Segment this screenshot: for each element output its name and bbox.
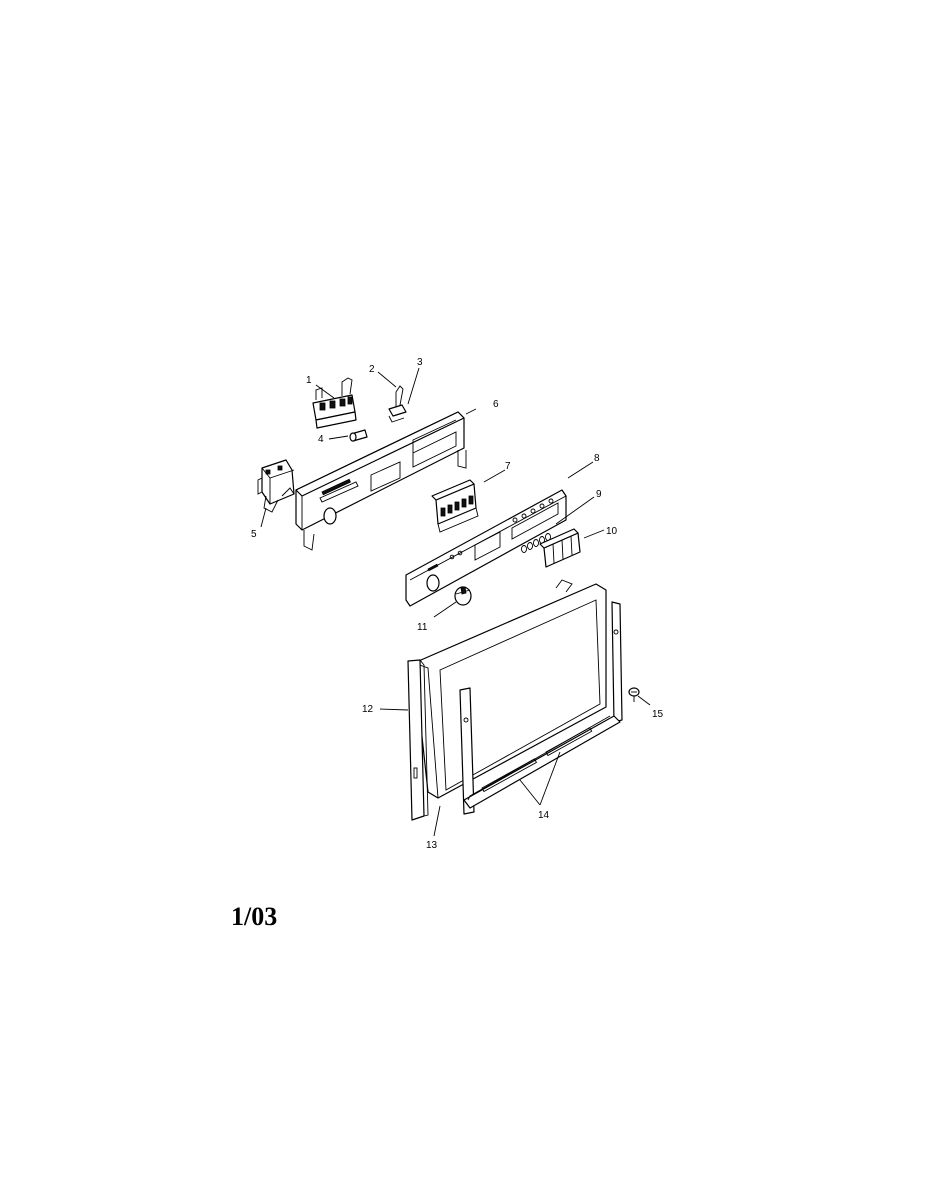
part-12-side-trim <box>407 659 429 821</box>
part-11-knob <box>454 586 472 606</box>
callout-8: 8 <box>594 453 600 464</box>
part-9-springs <box>521 533 551 553</box>
part-15-screw <box>628 687 640 702</box>
callout-2: 2 <box>369 364 375 375</box>
callout-12: 12 <box>362 704 374 715</box>
part-6-control-panel-housing <box>295 411 467 551</box>
callout-9: 9 <box>596 489 602 500</box>
callout-4: 4 <box>318 434 324 445</box>
leader-lines <box>260 367 651 837</box>
callout-1: 1 <box>306 375 312 386</box>
callout-7: 7 <box>505 461 511 472</box>
part-4-pin <box>349 429 368 442</box>
callout-15: 15 <box>652 709 664 720</box>
callout-3: 3 <box>417 357 423 368</box>
callout-11: 11 <box>417 622 428 633</box>
part-8-front-panel <box>405 489 567 607</box>
callout-14: 14 <box>538 810 550 821</box>
callout-13: 13 <box>426 840 438 851</box>
part-7-switch-module <box>431 479 479 533</box>
part-14-frame-rails <box>459 601 623 815</box>
part-2-3-latch <box>388 385 407 423</box>
callout-6: 6 <box>493 399 499 410</box>
part-5-timer-assembly <box>257 459 295 513</box>
part-13-inner-door-panel <box>413 579 607 799</box>
part-1-switch-block <box>312 377 357 429</box>
part-10-button-caps <box>539 528 581 568</box>
callout-5: 5 <box>251 529 257 540</box>
callout-10: 10 <box>606 526 618 537</box>
revision-code: 1/03 <box>231 902 278 931</box>
callout-numbers: 1 2 3 4 5 6 7 8 9 10 11 12 13 14 15 <box>251 357 664 851</box>
